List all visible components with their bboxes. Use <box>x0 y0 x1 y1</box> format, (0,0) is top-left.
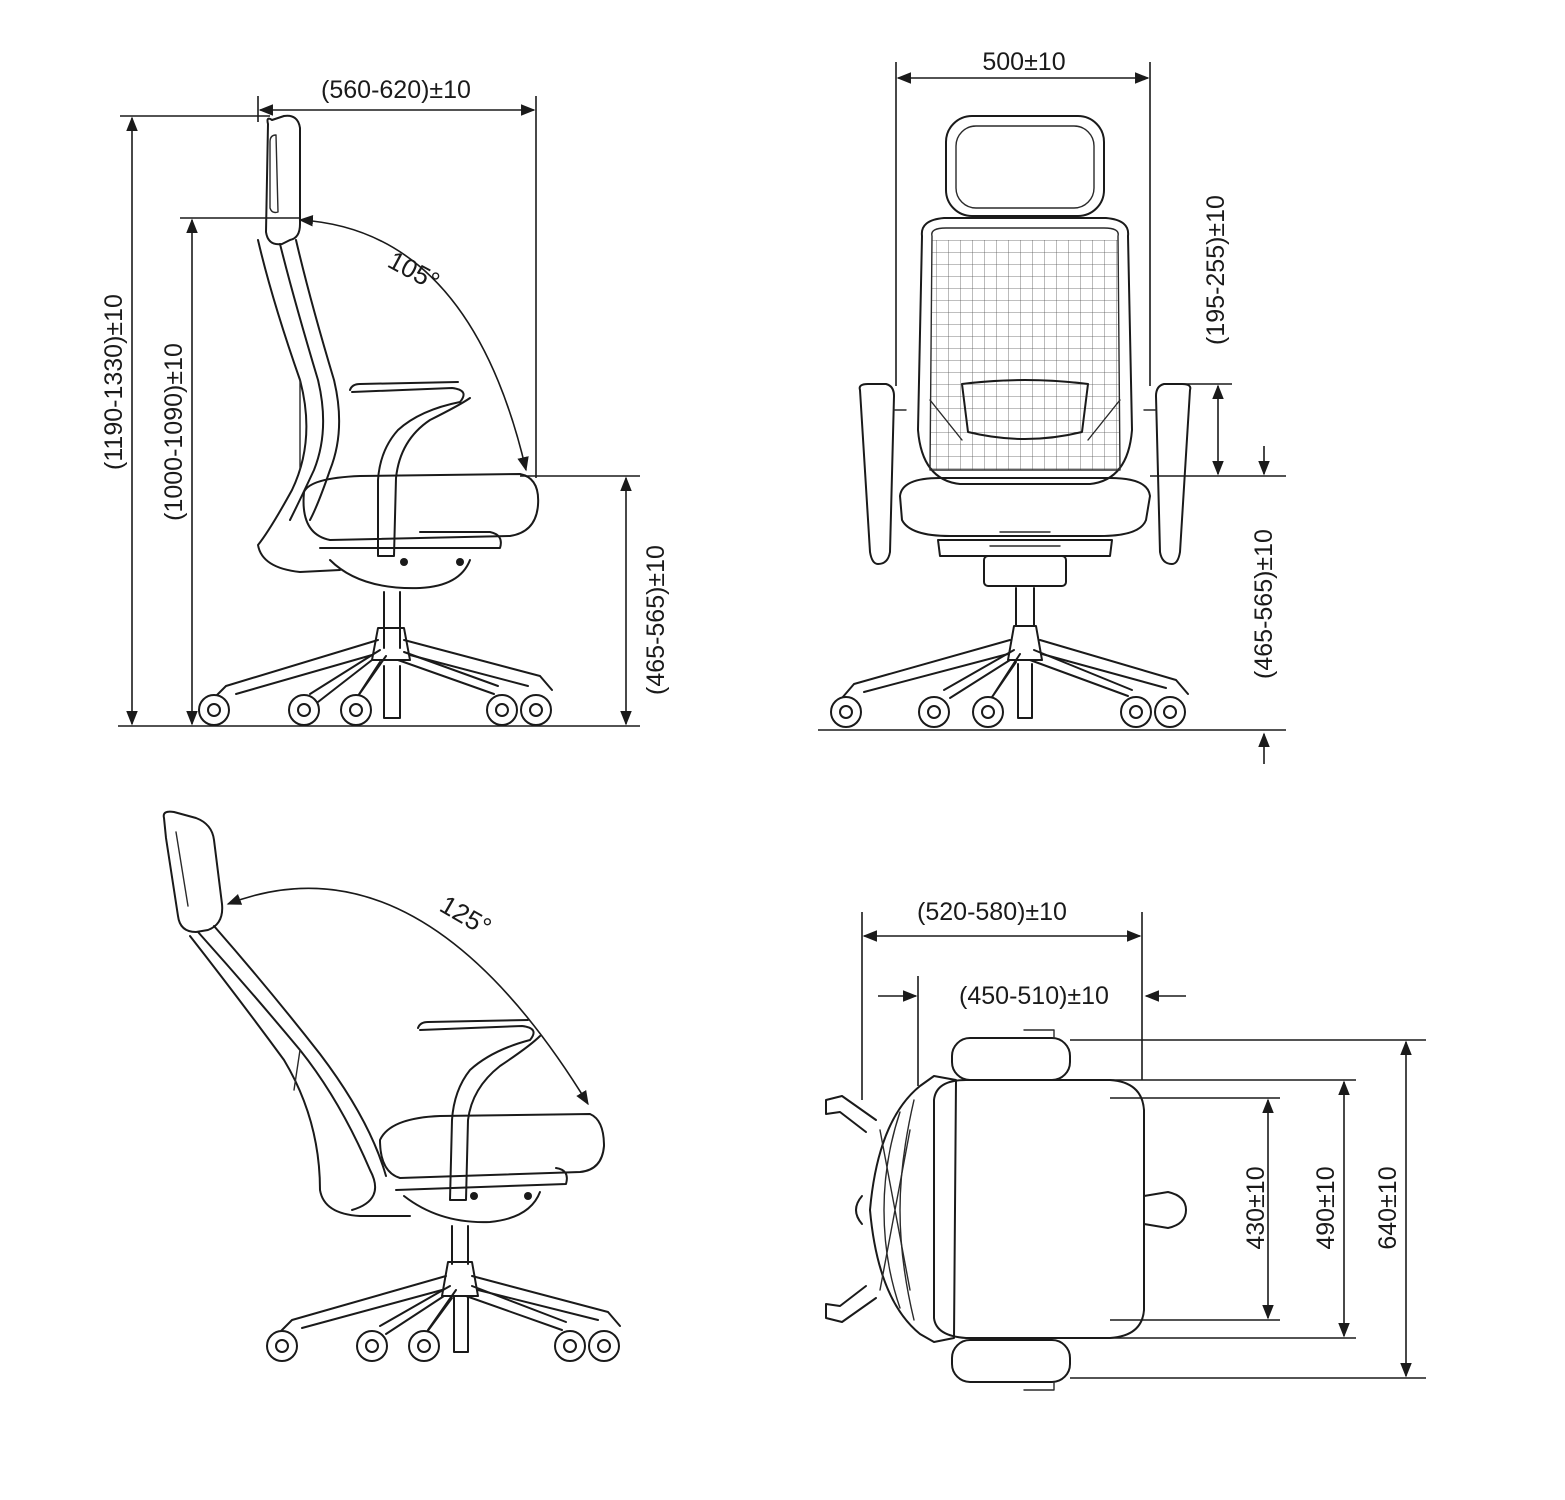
side-chair-drawing <box>198 114 553 726</box>
top-seat-width-dimension: 430±10 <box>1242 1098 1274 1320</box>
front-armrest-height-label: (195-255)±10 <box>1202 195 1230 345</box>
front-view: 500±10 (195-255)±10 (465-565)±10 <box>818 48 1286 764</box>
top-inner-depth-dimension: (450-510)±10 <box>878 976 1186 1086</box>
side-recline-angle-label: 105° <box>383 245 445 297</box>
front-width-dimension: 500±10 <box>895 48 1151 386</box>
front-seat-height-label: (465-565)±10 <box>1250 529 1278 679</box>
side-seat-height-dimension: (465-565)±10 <box>520 475 670 726</box>
reclined-recline-arc <box>226 887 589 1106</box>
side-seat-height-label: (465-565)±10 <box>642 545 670 695</box>
top-seat-width-label: 430±10 <box>1242 1166 1270 1249</box>
reclined-view: 125° <box>162 810 621 1362</box>
side-view: 105° (560-620)±10 (1190-1330)±10 (1000-1… <box>100 76 670 727</box>
top-overall-width-label: 640±10 <box>1374 1166 1402 1249</box>
front-seat-height-dimension: (465-565)±10 <box>818 446 1286 764</box>
top-view: (520-580)±10 (450-510)±10 430±10 490±10 … <box>825 898 1426 1391</box>
front-armrest-height-dimension: (195-255)±10 <box>1150 195 1286 477</box>
front-chair-drawing <box>830 115 1192 728</box>
side-depth-label: (560-620)±10 <box>321 76 471 104</box>
top-seat-outer-width-label: 490±10 <box>1312 1166 1340 1249</box>
side-overall-height-dimension: (1190-1330)±10 <box>100 115 640 727</box>
side-overall-height-label: (1190-1330)±10 <box>100 294 128 470</box>
reclined-chair-drawing <box>162 810 621 1362</box>
top-seat-outer-width-dimension: 490±10 <box>1312 1080 1350 1338</box>
top-outer-depth-dimension: (520-580)±10 <box>861 898 1143 1100</box>
side-back-height-label: (1000-1090)±10 <box>160 343 188 521</box>
top-inner-depth-label: (450-510)±10 <box>959 982 1109 1010</box>
reclined-recline-angle-label: 125° <box>435 889 497 942</box>
side-depth-dimension: (560-620)±10 <box>257 76 537 478</box>
front-width-label: 500±10 <box>982 48 1065 76</box>
top-outer-depth-label: (520-580)±10 <box>917 898 1067 926</box>
top-chair-drawing <box>825 1029 1187 1391</box>
side-recline-arc <box>298 215 529 472</box>
side-back-height-dimension: (1000-1090)±10 <box>160 217 300 726</box>
top-overall-width-dimension: 640±10 <box>1374 1040 1412 1378</box>
